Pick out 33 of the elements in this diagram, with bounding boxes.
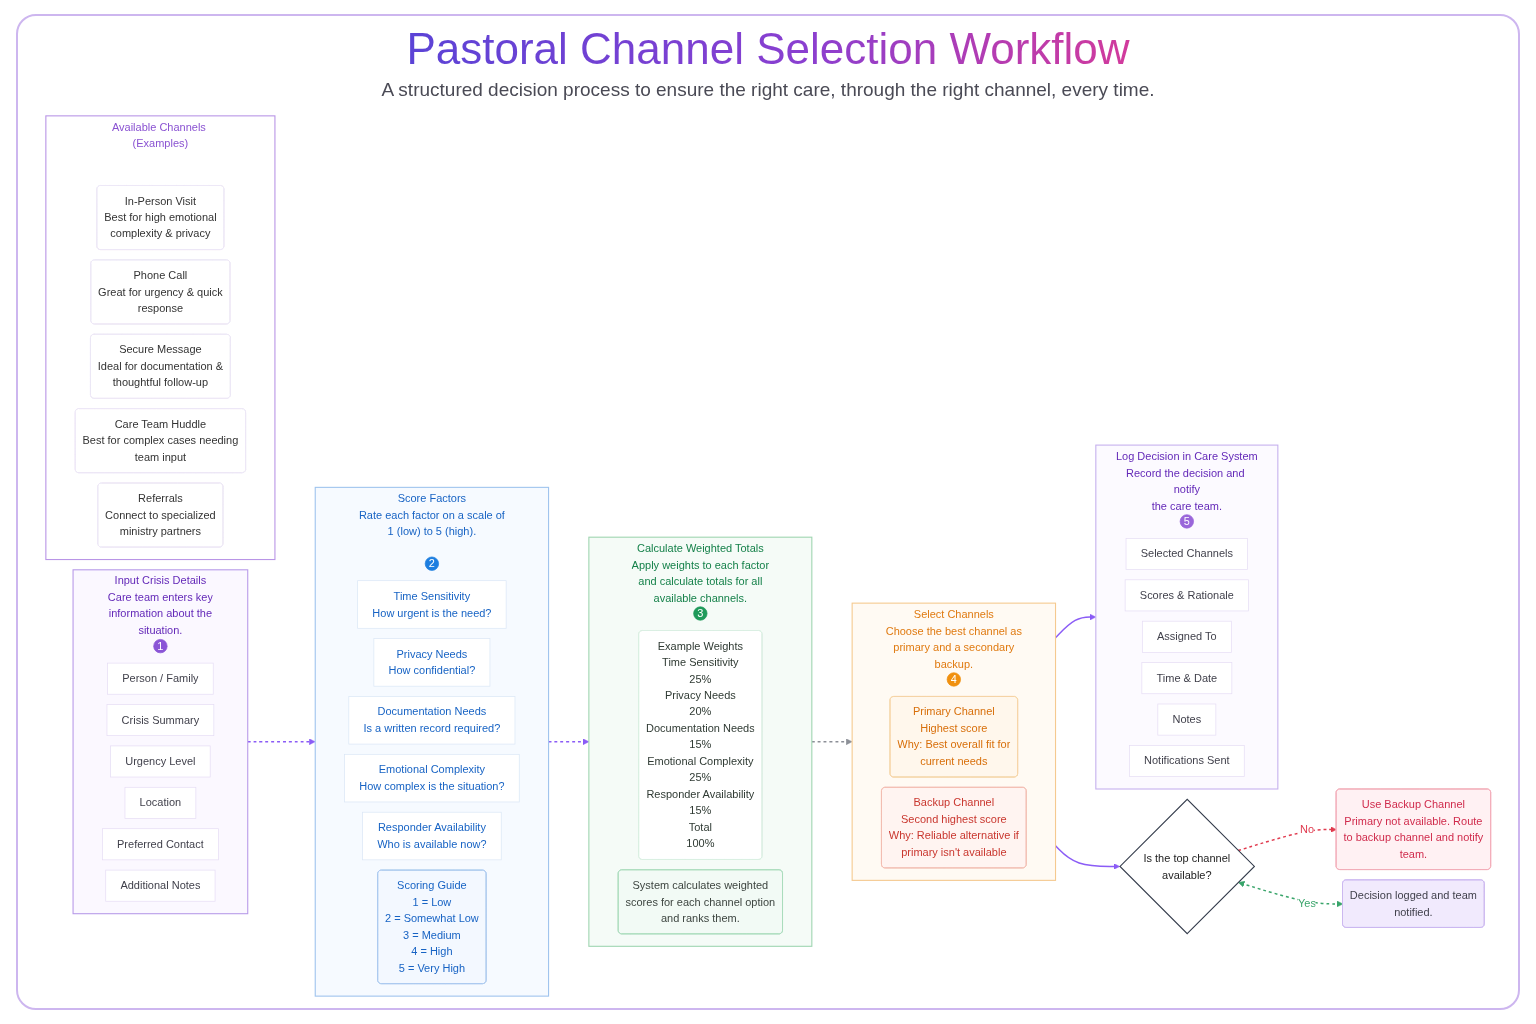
- node-circle: 5: [1179, 514, 1194, 529]
- node-circle: 1: [153, 639, 168, 654]
- node-box: Urgency Level: [109, 745, 211, 778]
- node-diamond: Is the top channel available?: [1118, 798, 1255, 935]
- node-box: Person / Family: [106, 662, 214, 695]
- node-box: Assigned To: [1141, 620, 1232, 653]
- node-box: Time & Date: [1141, 662, 1232, 695]
- node-box: Crisis Summary: [106, 704, 214, 736]
- node-box: Notes: [1157, 703, 1216, 736]
- subtitle: A structured decision process to ensure the right care, through the right channel, every time.: [381, 78, 1155, 101]
- node-text: In-Person Visit Best for high emotional complexity & privacy: [103, 194, 217, 240]
- node-box: Emotional Complexity How complex is the situation?: [343, 753, 520, 803]
- node-box: Privacy Needs How confidential?: [373, 638, 490, 687]
- node-text: Phone Call Great for urgency & quick response: [97, 268, 223, 315]
- node-circle: 4: [946, 672, 961, 687]
- node-box: Documentation Needs Is a written record required?: [348, 696, 516, 745]
- node-text: Care Team Huddle Best for complex cases needing team input: [82, 417, 239, 463]
- node-box: Time Sensitivity How urgent is the need?: [357, 580, 507, 629]
- arrow: [1237, 826, 1337, 852]
- node-text: Referrals Connect to specialized ministry partners: [104, 491, 216, 538]
- node-box: Additional Notes: [105, 869, 216, 902]
- arrow: [1237, 881, 1343, 908]
- node-box: Responder Availability Who is available now?: [361, 811, 502, 861]
- node-box: Location: [124, 786, 196, 819]
- node-box: Selected Channels: [1125, 538, 1248, 570]
- node-text: Secure Message Ideal for documentation & thoughtful follow-up: [97, 343, 223, 389]
- edge-label: Yes: [1297, 896, 1316, 910]
- node-box: Preferred Contact: [101, 828, 219, 861]
- node-box: Scores & Rationale: [1124, 579, 1249, 612]
- node-box: Notifications Sent: [1128, 745, 1245, 777]
- node-circle: 3: [693, 606, 708, 621]
- node-circle: 2: [424, 556, 439, 571]
- edge-label: No: [1299, 822, 1314, 835]
